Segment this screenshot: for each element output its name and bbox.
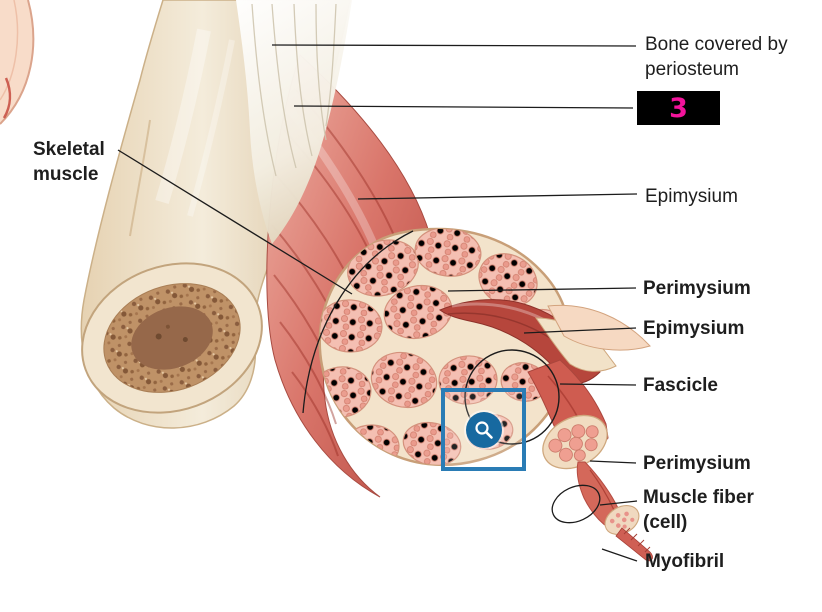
answer-slot-value: 3 [669, 92, 688, 124]
skin-corner [0, 0, 35, 125]
tendon [236, 0, 352, 244]
label-perimysium-lower: Perimysium [643, 453, 751, 474]
label-perimysium-upper: Perimysium [643, 278, 751, 299]
label-epimysium-bold: Epimysium [643, 318, 745, 339]
zoom-region-button[interactable] [441, 388, 526, 471]
annotation-lines [117, 44, 638, 562]
label-myofibril: Myofibril [645, 551, 725, 572]
label-skeletal-muscle: Skeletal muscle [33, 139, 105, 186]
answer-slot-3[interactable]: 3 [637, 91, 720, 125]
magnifier-icon [465, 411, 502, 448]
label-muscle-fiber: Muscle fiber (cell) [643, 487, 754, 534]
pulled-fascicle [438, 299, 653, 562]
label-epimysium-plain: Epimysium [645, 186, 738, 207]
label-bone-periosteum: Bone covered by periosteum [645, 34, 788, 81]
label-fascicle: Fascicle [643, 375, 718, 396]
